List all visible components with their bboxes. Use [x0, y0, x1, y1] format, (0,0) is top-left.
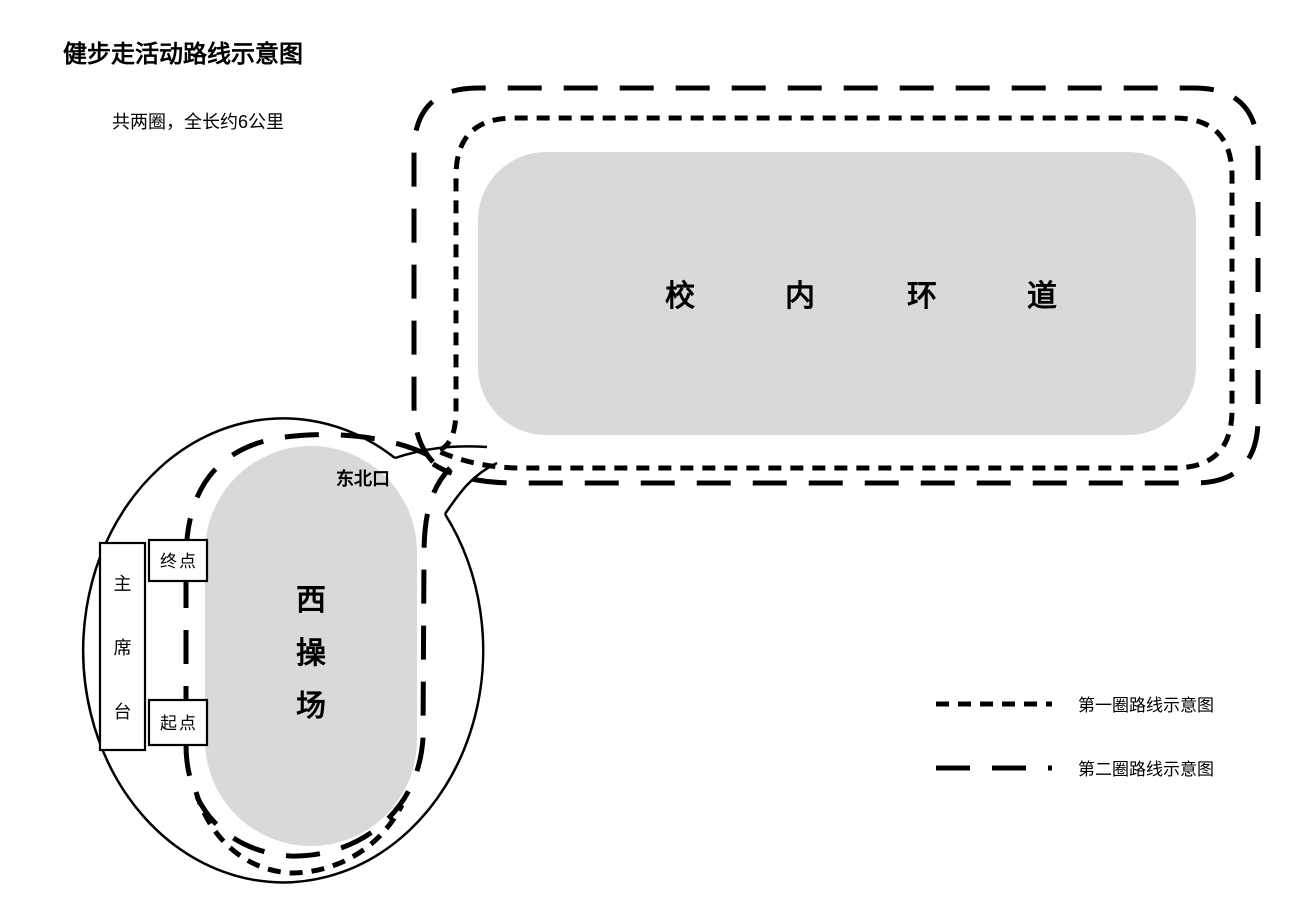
campus-ring-label-char-3: 环 [907, 280, 937, 313]
playground-ellipse [81, 417, 485, 884]
second-lap-route-playground [183, 432, 452, 859]
campus-ring-area [478, 152, 1196, 435]
rostrum-label-char-2: 席 [114, 638, 132, 658]
gate-connector-bottom [443, 461, 498, 515]
start-label: 起点 [160, 714, 198, 733]
gate-label: 东北口 [336, 468, 390, 489]
legend-label-second-lap: 第二圈路线示意图 [1078, 760, 1214, 779]
page-title: 健步走活动路线示意图 [63, 40, 303, 68]
campus-ring-label-char-1: 校 [665, 279, 695, 313]
gate-connector-top [394, 445, 488, 460]
campus-ring-label-char-2: 内 [785, 280, 815, 313]
start-box [147, 698, 209, 747]
legend-label-first-lap: 第一圈路线示意图 [1078, 696, 1214, 715]
first-lap-route-playground [193, 791, 405, 876]
playground-label-char-3: 场 [296, 690, 326, 723]
rostrum-label-char-1: 主 [114, 574, 132, 594]
campus-ring-label-char-4: 道 [1027, 280, 1057, 313]
first-lap-route-campus-ring [438, 115, 1235, 471]
legend: 第一圈路线示意图 第二圈路线示意图 [936, 696, 1214, 779]
finish-box [147, 538, 209, 583]
playground-label-char-2: 操 [296, 637, 327, 670]
rostrum-box [98, 541, 147, 752]
playground-area [205, 446, 417, 846]
rostrum-label-char-3: 台 [114, 702, 132, 722]
finish-label: 终点 [160, 552, 198, 571]
page-subtitle: 共两圈，全长约6公里 [112, 112, 284, 132]
playground-label-char-1: 西 [296, 584, 326, 617]
second-lap-route-campus-ring [411, 85, 1261, 486]
